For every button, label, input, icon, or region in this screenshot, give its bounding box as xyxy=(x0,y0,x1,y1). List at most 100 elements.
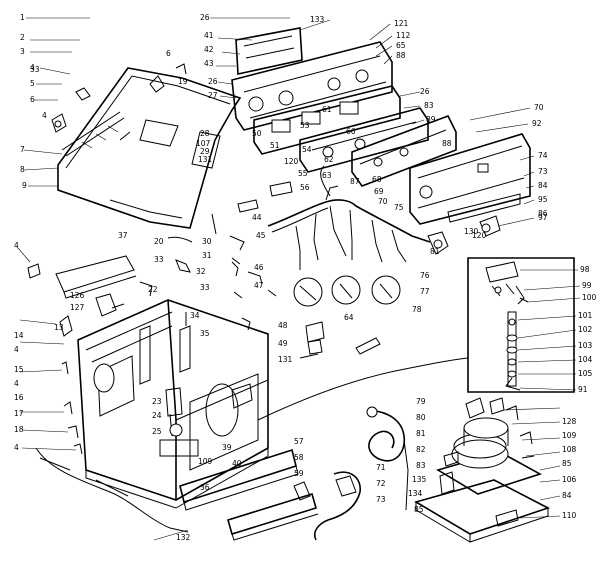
callout-83: 83 xyxy=(424,101,434,110)
callout-81b: 81 xyxy=(416,429,426,438)
callout-131b: 131 xyxy=(278,355,293,364)
callout-88: 88 xyxy=(396,51,406,60)
left-side-parts xyxy=(27,255,137,455)
callout-92: 92 xyxy=(532,119,542,128)
callout-15: 15 xyxy=(14,365,24,374)
callout-37: 37 xyxy=(118,231,128,240)
callout-69: 69 xyxy=(374,187,384,196)
callout-3: 3 xyxy=(20,47,25,56)
callout-84: 84 xyxy=(538,181,548,190)
callout-54: 54 xyxy=(302,145,312,154)
callout-103: 103 xyxy=(578,341,593,350)
callout-33b: 33 xyxy=(154,255,164,264)
callout-4c: 4 xyxy=(14,241,19,250)
kick-panel xyxy=(179,448,319,541)
callout-47: 47 xyxy=(254,281,264,290)
callout-70: 70 xyxy=(534,103,544,112)
callout-57: 57 xyxy=(294,437,304,446)
lid-hinge-parts xyxy=(51,63,187,141)
callout-73: 73 xyxy=(538,167,548,176)
callout-112: 112 xyxy=(396,31,411,40)
top-cover xyxy=(57,67,242,229)
callout-30: 30 xyxy=(202,237,212,246)
callout-4d: 4 xyxy=(14,345,19,354)
callout-29: 29 xyxy=(200,147,210,156)
callout-56: 56 xyxy=(300,183,310,192)
callout-108: 108 xyxy=(562,445,577,454)
callout-45: 45 xyxy=(256,231,266,240)
callout-89: 89 xyxy=(426,115,436,124)
callout-130: 130 xyxy=(464,227,479,236)
callout-2: 2 xyxy=(20,33,25,42)
callout-40: 40 xyxy=(232,459,242,468)
callout-43: 43 xyxy=(204,59,214,68)
drain-hose-cord xyxy=(299,321,409,541)
callout-126: 126 xyxy=(70,291,85,300)
callout-26b: 26 xyxy=(208,77,218,86)
callout-105: 105 xyxy=(578,369,593,378)
callout-17: 17 xyxy=(14,409,24,418)
callout-22: 22 xyxy=(148,285,158,294)
callout-7: 7 xyxy=(20,145,25,154)
callout-78: 78 xyxy=(412,305,422,314)
callout-104: 104 xyxy=(578,355,593,364)
pump-motor xyxy=(159,387,199,457)
leader-lines xyxy=(17,17,581,541)
callout-85b: 85 xyxy=(414,505,424,514)
callout-36: 36 xyxy=(200,483,210,492)
callout-8: 8 xyxy=(20,165,25,174)
inset-detail-box xyxy=(467,257,575,393)
callout-97: 97 xyxy=(538,213,548,222)
callout-85: 85 xyxy=(562,459,572,468)
callout-109b: 109 xyxy=(562,431,577,440)
callout-58: 58 xyxy=(294,453,304,462)
callout-31: 31 xyxy=(202,251,212,260)
callout-1: 1 xyxy=(20,13,25,22)
console-backsplash xyxy=(231,27,429,173)
callout-91: 91 xyxy=(578,385,588,394)
callout-132: 132 xyxy=(176,533,191,542)
callout-120a: 120 xyxy=(284,157,299,166)
callout-4f: 4 xyxy=(14,443,19,452)
callout-80: 80 xyxy=(416,413,426,422)
callout-75: 75 xyxy=(394,203,404,212)
callout-71: 71 xyxy=(376,463,386,472)
callout-73b: 73 xyxy=(376,495,386,504)
callout-99: 99 xyxy=(582,281,592,290)
callout-62: 62 xyxy=(324,155,334,164)
callout-133: 133 xyxy=(310,15,325,24)
callout-6b: 6 xyxy=(166,49,171,58)
callout-33a: 33 xyxy=(30,65,40,74)
callout-61: 61 xyxy=(322,105,332,114)
callout-46: 46 xyxy=(254,263,264,272)
callout-102: 102 xyxy=(578,325,593,334)
callout-49: 49 xyxy=(278,339,288,348)
connecting-wire xyxy=(35,357,469,533)
callout-79: 79 xyxy=(416,397,426,406)
callout-labels: 1 2 3 4 5 6 7 8 9 33 4 19 6 26 41 42 43 … xyxy=(14,13,597,542)
callout-68: 68 xyxy=(372,175,382,184)
callout-101: 101 xyxy=(578,311,593,320)
callout-131: 131 xyxy=(198,155,213,164)
callout-53: 53 xyxy=(300,121,310,130)
callout-18: 18 xyxy=(14,425,24,434)
callout-44: 44 xyxy=(252,213,262,222)
callout-135: 135 xyxy=(412,475,427,484)
callout-41: 41 xyxy=(204,31,214,40)
callout-35: 35 xyxy=(200,329,210,338)
callout-51: 51 xyxy=(270,141,280,150)
callout-84b: 84 xyxy=(562,491,572,500)
wire-harness xyxy=(267,165,431,307)
callout-55: 55 xyxy=(298,169,308,178)
callout-34: 34 xyxy=(190,311,200,320)
callout-25: 25 xyxy=(152,427,162,436)
callout-120b: 120 xyxy=(472,231,487,240)
callout-72: 72 xyxy=(376,479,386,488)
callout-63: 63 xyxy=(322,171,332,180)
callout-59: 59 xyxy=(294,469,304,478)
callout-121: 121 xyxy=(394,19,409,28)
callout-33c: 33 xyxy=(200,283,210,292)
callout-77: 77 xyxy=(420,287,430,296)
callout-109a: 109 xyxy=(198,457,213,466)
